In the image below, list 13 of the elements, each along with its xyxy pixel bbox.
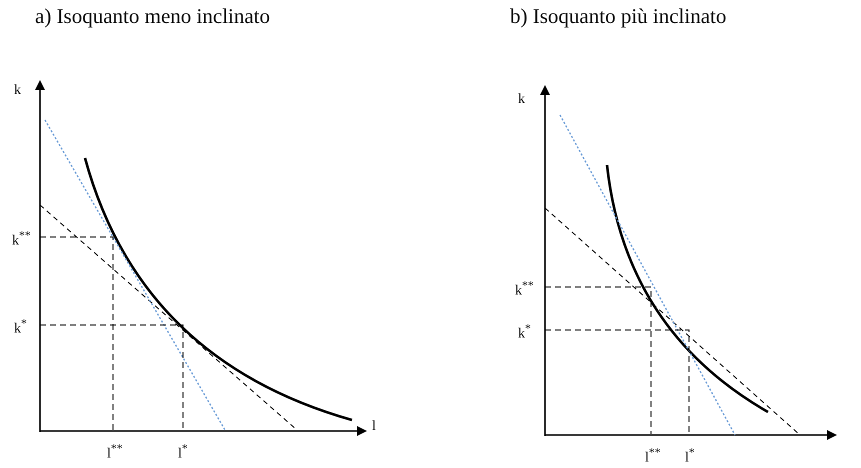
tick-label: l$^{*}$ [685, 447, 695, 466]
axis-label: k [14, 84, 21, 98]
axis-label: k [518, 93, 525, 107]
tick-label: l$^{**}$ [645, 447, 661, 466]
panel-title: a) Isoquanto meno inclinato [35, 6, 270, 27]
tick-label: k$^{*}$ [518, 323, 531, 342]
tick-label: k$^{**}$ [12, 230, 31, 249]
tick-label: l$^{**}$ [107, 443, 123, 462]
tick-label: k$^{**}$ [515, 280, 534, 299]
panel-title: b) Isoquanto più inclinato [510, 6, 726, 27]
tick-label: k$^{*}$ [14, 318, 27, 337]
axis-label: l [372, 420, 376, 434]
tick-label: l$^{*}$ [178, 443, 188, 462]
